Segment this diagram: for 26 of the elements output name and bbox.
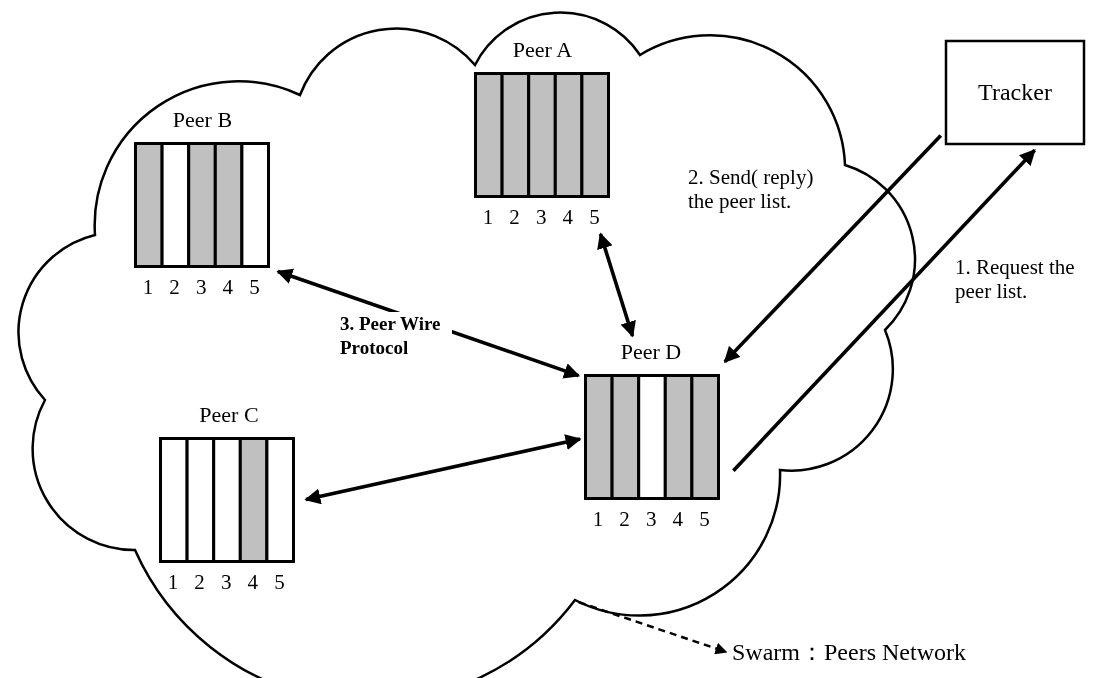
piece-number: 2 (193, 571, 206, 593)
piece-number: 1 (141, 276, 155, 298)
piece-number: 2 (618, 508, 631, 530)
piece-number: 3 (219, 571, 233, 593)
piece-number: 1 (166, 571, 180, 593)
piece-number: 5 (698, 508, 711, 530)
piece-number: 1 (481, 206, 495, 228)
piece-number: 2 (168, 276, 181, 298)
tracker-label: Tracker (978, 79, 1052, 106)
caption-text: Swarm：Peers Network (732, 639, 966, 665)
piece-number: 3 (194, 276, 208, 298)
piece-number: 5 (248, 276, 261, 298)
peer-label: Peer B (171, 108, 234, 132)
piece-number: 4 (561, 206, 575, 228)
peer-label: Peer C (198, 403, 260, 427)
piece-number: 4 (221, 276, 235, 298)
piece-number: 5 (273, 571, 286, 593)
piece-number: 4 (671, 508, 685, 530)
piece-number: 2 (508, 206, 521, 228)
piece-number: 5 (588, 206, 601, 228)
piece-number: 3 (534, 206, 548, 228)
piece-number: 1 (591, 508, 605, 530)
peer-label: Peer D (619, 340, 683, 364)
piece-number: 3 (644, 508, 658, 530)
peer-label: Peer A (511, 38, 574, 62)
piece-number: 4 (246, 571, 260, 593)
